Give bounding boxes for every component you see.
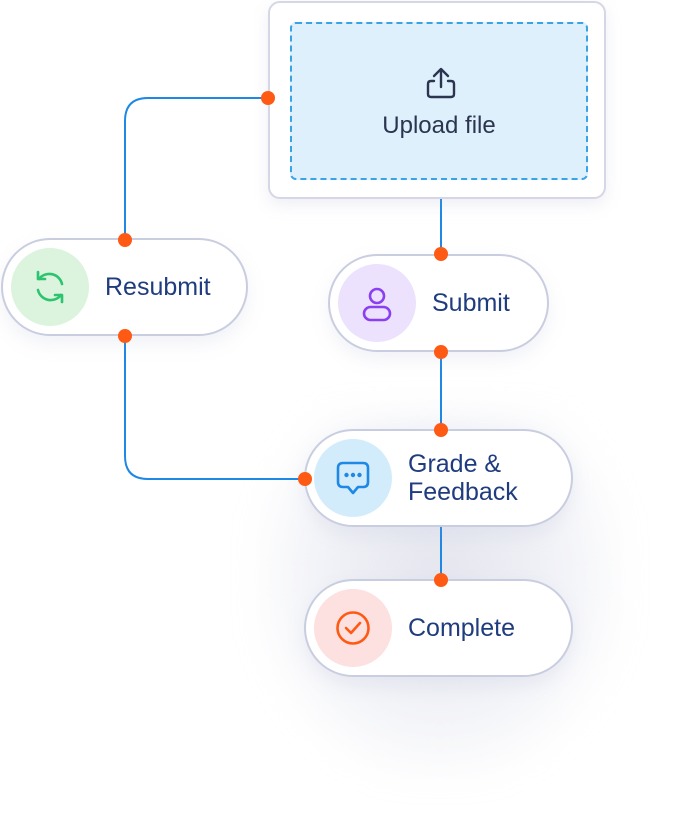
connector-dot <box>118 233 132 247</box>
submit-step[interactable]: Submit <box>328 254 549 352</box>
connector-dot <box>261 91 275 105</box>
chat-icon <box>336 461 370 495</box>
refresh-icon <box>36 270 64 304</box>
user-icon <box>362 287 392 322</box>
upload-label: Upload file <box>382 112 496 139</box>
grade-feedback-label: Grade & Feedback <box>408 450 518 506</box>
upload-dropzone[interactable]: Upload file <box>290 22 588 180</box>
grade-feedback-step[interactable]: Grade & Feedback <box>304 429 573 527</box>
connector-dot <box>118 329 132 343</box>
connector-dot <box>434 247 448 261</box>
connector-dot <box>434 573 448 587</box>
connector-dot <box>434 345 448 359</box>
submit-icon-badge <box>338 264 416 342</box>
complete-label: Complete <box>408 614 515 642</box>
resubmit-step[interactable]: Resubmit <box>1 238 248 336</box>
resubmit-icon-badge <box>11 248 89 326</box>
connector-upload-resubmit <box>124 97 268 240</box>
grade-icon-badge <box>314 439 392 517</box>
connector-dot <box>298 472 312 486</box>
connector-dot <box>434 423 448 437</box>
upload-icon <box>426 67 456 99</box>
connector-resubmit-grade <box>124 336 305 480</box>
upload-card: Upload file <box>268 1 606 199</box>
check-circle-icon <box>336 611 370 645</box>
submit-label: Submit <box>432 289 510 317</box>
complete-icon-badge <box>314 589 392 667</box>
resubmit-label: Resubmit <box>105 273 211 301</box>
complete-step[interactable]: Complete <box>304 579 573 677</box>
